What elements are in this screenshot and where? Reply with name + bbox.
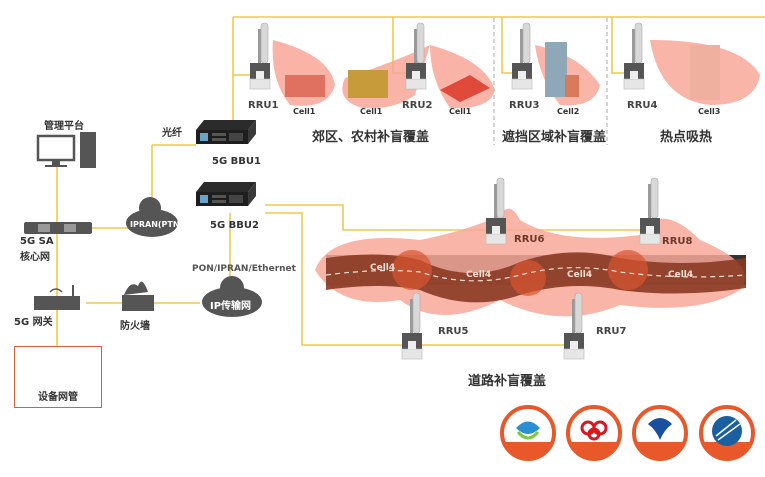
rru7-label: RRU7 (596, 326, 627, 337)
bbu2-rru6-8-link (265, 204, 650, 231)
rru6-label: RRU6 (514, 234, 545, 245)
cell4-label-b: Cell4 (466, 270, 492, 280)
rru2-label: RRU2 (402, 100, 433, 111)
rru8-label: RRU8 (662, 236, 693, 247)
cell4-label-a: Cell4 (370, 263, 396, 273)
core-network-icon (24, 222, 92, 234)
section-title-hotspot: 热点吸热 (660, 130, 713, 145)
core-network-label-1: 5G SA (20, 236, 54, 247)
gateway-label: 5G 网关 (14, 317, 53, 328)
mgmt-platform-label: 管理平台 (44, 121, 84, 132)
bbu2-device (196, 182, 256, 206)
bbu2-rru5-7-link (265, 212, 580, 346)
cell1-label-b: Cell1 (360, 107, 383, 116)
bbu1-device (196, 120, 256, 144)
cell2-label: Cell2 (557, 107, 580, 116)
section-title-road: 道路补盲覆盖 (468, 374, 547, 389)
mgmt-platform-icon (36, 132, 96, 168)
section-dividers (493, 18, 608, 145)
rru3-link (501, 17, 515, 74)
rru1-device (249, 22, 271, 90)
park-icon (348, 70, 388, 98)
section-title-suburban: 郊区、农村补盲覆盖 (312, 130, 430, 145)
nms-box (14, 346, 102, 408)
cell1-label-a: Cell1 (293, 107, 316, 116)
rru5-label: RRU5 (438, 326, 469, 337)
china-mobile-logo (500, 405, 556, 461)
core-network-label-2: 核心网 (20, 252, 50, 263)
rru6-device (485, 177, 507, 245)
rru4-device (623, 22, 645, 90)
operator-logos (500, 405, 755, 461)
houses-icon (440, 75, 490, 102)
rru4-label: RRU4 (627, 100, 658, 111)
ipran-cloud-icon (126, 197, 178, 237)
road-section (315, 208, 747, 317)
ip-cloud-label: IP传输网 (210, 301, 252, 312)
ip-cloud-icon (202, 276, 262, 317)
pon-label: PON/IPRAN/Ethernet (192, 264, 296, 274)
firewall-label: 防火墙 (120, 321, 150, 332)
nms-label: 设备网管 (38, 392, 78, 403)
cell4-label-c: Cell4 (567, 270, 593, 280)
firewall-icon (122, 281, 154, 311)
cell1-label-c: Cell1 (449, 107, 472, 116)
china-telecom-logo (632, 405, 688, 461)
fiber-label: 光纤 (162, 128, 182, 139)
gateway-icon (34, 285, 80, 310)
china-broadnet-logo (699, 405, 755, 461)
highrise-icon (690, 45, 720, 100)
rru8-device (639, 177, 661, 245)
rru4-link (611, 17, 626, 74)
rru1-label: RRU1 (248, 100, 279, 111)
rru3-label: RRU3 (509, 100, 540, 111)
cell3-label: Cell3 (698, 107, 721, 116)
rru3-device (511, 22, 533, 90)
cell4-label-d: Cell4 (668, 270, 694, 280)
bbu1-label: 5G BBU1 (212, 156, 261, 167)
buildings (285, 42, 720, 102)
road-centerline (325, 267, 747, 282)
section-title-blocked: 遮挡区域补盲覆盖 (502, 130, 607, 145)
tower-icon (545, 42, 567, 97)
ipran-cloud-label: IPRAN(PTN) (130, 220, 184, 229)
bbu2-label: 5G BBU2 (210, 220, 259, 231)
apartments-icon (285, 75, 325, 97)
china-unicom-logo (566, 405, 622, 461)
